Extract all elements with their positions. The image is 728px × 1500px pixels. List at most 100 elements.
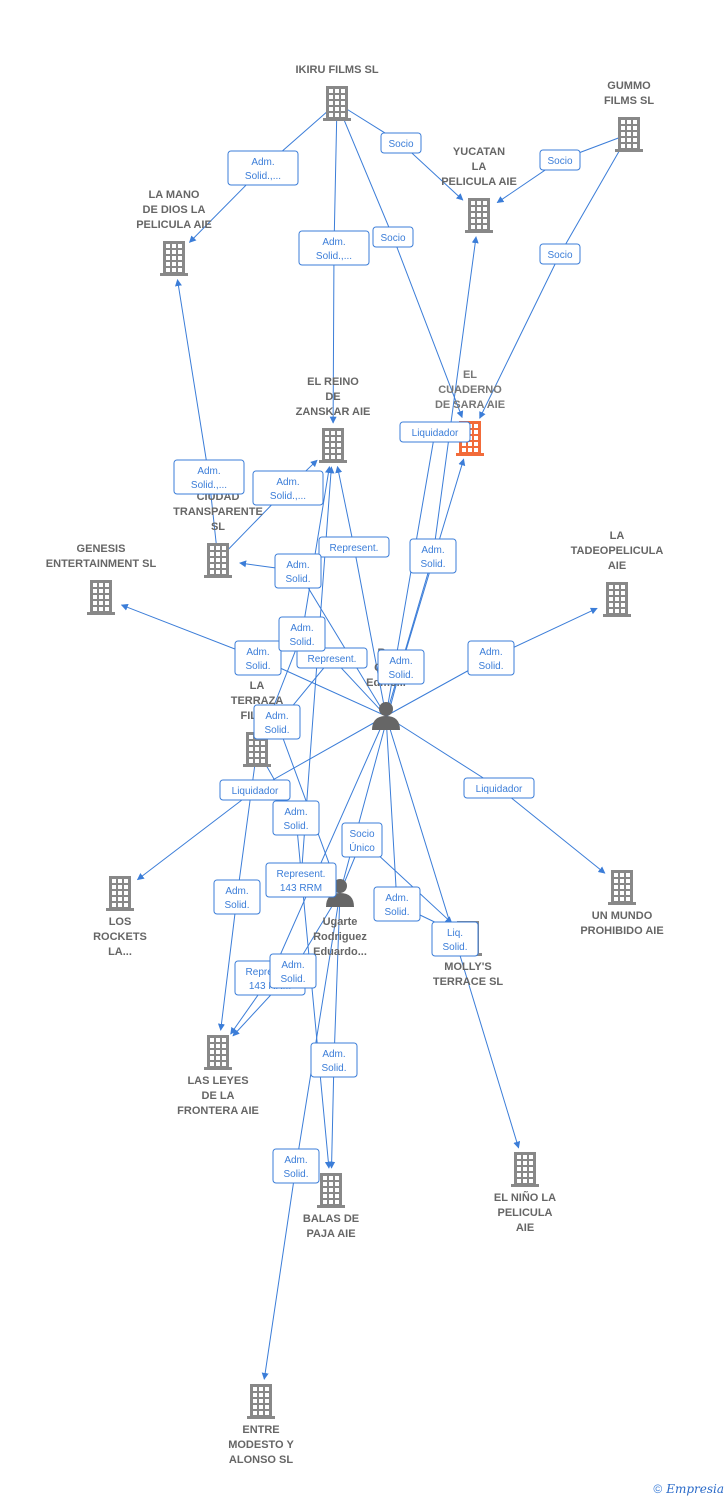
edge-label[interactable]: Liq.Solid. [431, 921, 479, 957]
building-window [335, 89, 339, 93]
building-window [210, 564, 214, 568]
edge-label[interactable]: Adm.Solid. [373, 886, 421, 922]
building-window [118, 885, 122, 889]
edge-label[interactable]: Represent. [296, 647, 368, 669]
edge-label[interactable]: Socio [539, 149, 581, 171]
building-window [620, 885, 624, 889]
building-icon [160, 241, 188, 276]
edge-label[interactable]: Adm.Solid. [278, 616, 326, 652]
edge-label-text: Solid. [321, 1063, 346, 1074]
building-window [337, 431, 341, 435]
building-window [249, 747, 253, 751]
edge-label[interactable]: Adm.Solid. [310, 1042, 358, 1078]
edge-label[interactable]: Adm.Solid.,... [252, 470, 324, 506]
edge-label[interactable]: Adm.Solid. [377, 649, 425, 685]
edge-label[interactable]: Socio [380, 132, 422, 154]
building-window [112, 891, 116, 895]
building-window [627, 132, 631, 136]
edge-label[interactable]: Liquidador [399, 421, 471, 443]
edge-label[interactable]: Liquidador [219, 779, 291, 801]
building-window [633, 132, 637, 136]
edge-label[interactable]: Liquidador [463, 777, 535, 799]
edge-label-text: Adm. [225, 886, 248, 897]
node-label-line: EL REINO [307, 376, 359, 388]
building-base [465, 230, 493, 233]
building-window [621, 138, 625, 142]
building-window [216, 1062, 220, 1066]
building-window [614, 897, 618, 901]
building-window [210, 570, 214, 574]
edge-label[interactable]: Adm.Solid. [234, 640, 282, 676]
edge-label[interactable]: Represent.143 RRM [265, 862, 337, 898]
building-window [166, 262, 170, 266]
edge-label-text: Liquidador [476, 784, 523, 795]
node-label-line: TRANSPARENTE [173, 506, 263, 518]
building-window [615, 585, 619, 589]
building-window [621, 132, 625, 136]
building-window [124, 891, 128, 895]
node-label-line: ALONSO SL [229, 1454, 293, 1466]
building-icon [608, 870, 636, 905]
edge-label[interactable]: Adm.Solid. [274, 553, 322, 589]
building-base [204, 1067, 232, 1070]
edge-label-box [377, 649, 425, 685]
building-window [615, 603, 619, 607]
building-window [249, 741, 253, 745]
building-window [474, 424, 478, 428]
node-label-line: UN MUNDO [592, 910, 653, 922]
edge-label-box [310, 1042, 358, 1078]
edge-label[interactable]: Adm.Solid. [272, 1148, 320, 1184]
edge-label-box [539, 149, 581, 171]
building-window [210, 1056, 214, 1060]
node-rockets[interactable]: LOSROCKETSLA... [93, 876, 147, 958]
building-window [93, 607, 97, 611]
node-ikiru[interactable]: IKIRU FILMS SL [295, 64, 379, 121]
edge-label[interactable]: Adm.Solid. [467, 640, 515, 676]
person-head [379, 702, 393, 716]
building-base [511, 1184, 539, 1187]
building-window [255, 747, 259, 751]
edge-label[interactable]: Adm.Solid.,... [173, 459, 245, 495]
edge-label[interactable]: Socio [539, 243, 581, 265]
building-window [105, 583, 109, 587]
edge-label[interactable]: Adm.Solid. [272, 800, 320, 836]
edge-label[interactable]: Adm.Solid. [409, 538, 457, 574]
edge-label[interactable]: Adm.Solid. [253, 704, 301, 740]
building-window [325, 431, 329, 435]
edge-label[interactable]: Adm.Solid. [269, 953, 317, 989]
edge-label[interactable]: Socio [372, 226, 414, 248]
building-window [335, 1194, 339, 1198]
building-window [335, 1176, 339, 1180]
edge-label[interactable]: Adm.Solid. [213, 879, 261, 915]
edge-label-box [380, 132, 422, 154]
edge-label-box [467, 640, 515, 676]
building-window [627, 144, 631, 148]
building-window [474, 442, 478, 446]
building-window [105, 601, 109, 605]
footer-brand[interactable]: ©Empresia [653, 1482, 724, 1496]
building-window [216, 564, 220, 568]
edge-label[interactable]: Adm.Solid.,... [227, 150, 299, 186]
building-window [331, 449, 335, 453]
building-window [620, 879, 624, 883]
building-icon [465, 198, 493, 233]
edge-label[interactable]: Adm.Solid.,... [298, 230, 370, 266]
edge-label[interactable]: Represent. [318, 536, 390, 558]
building-window [325, 449, 329, 453]
person-icon [372, 702, 400, 730]
building-window [172, 268, 176, 272]
